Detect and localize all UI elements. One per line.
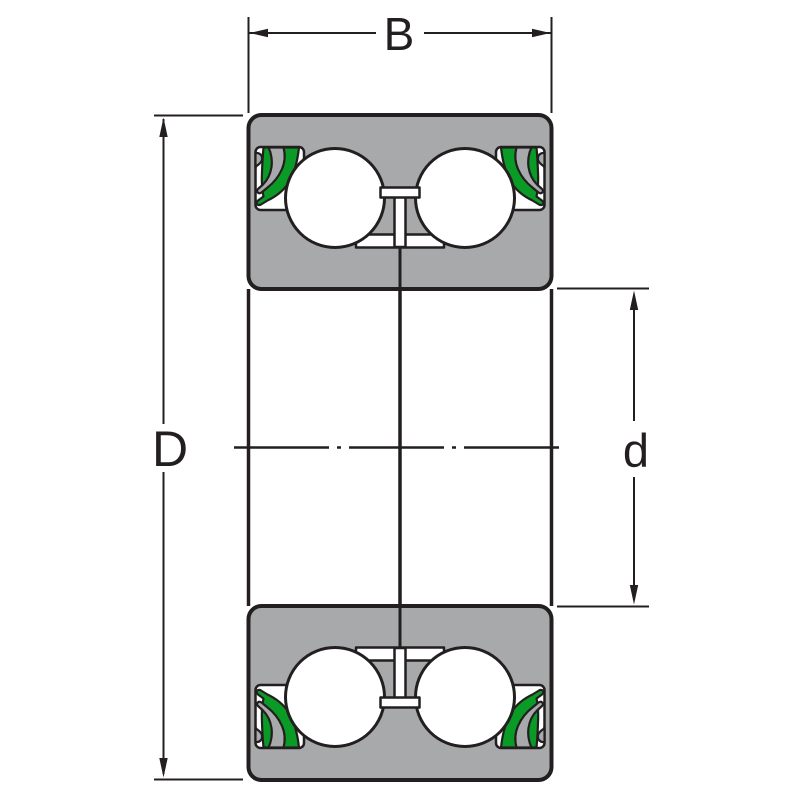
bore-lines: [246, 289, 554, 606]
label-width-B: B: [384, 8, 415, 60]
arrowhead-up-icon: [629, 290, 639, 310]
arrowhead-left-icon: [249, 28, 268, 38]
ball: [414, 147, 516, 249]
dimension-bore-diameter-d: d: [557, 287, 649, 608]
arrowhead-up-icon: [159, 117, 168, 137]
label-outer-diameter-D: D: [152, 421, 188, 477]
ball: [284, 147, 386, 249]
bearing-bottom-section: [249, 606, 552, 780]
bearing-top-section: [246, 113, 554, 291]
label-bore-diameter-d: d: [623, 424, 649, 477]
seal-lip-hook: [254, 151, 264, 170]
arrowhead-down-icon: [159, 758, 168, 778]
dimension-width-B: B: [247, 8, 553, 113]
cage-stem: [393, 192, 407, 249]
cage-t-bar: [379, 186, 421, 199]
arrowhead-down-icon: [629, 585, 639, 605]
arrowhead-right-icon: [532, 28, 551, 38]
dimension-outer-diameter-D: D: [152, 114, 243, 781]
seal-shield: [255, 146, 286, 195]
